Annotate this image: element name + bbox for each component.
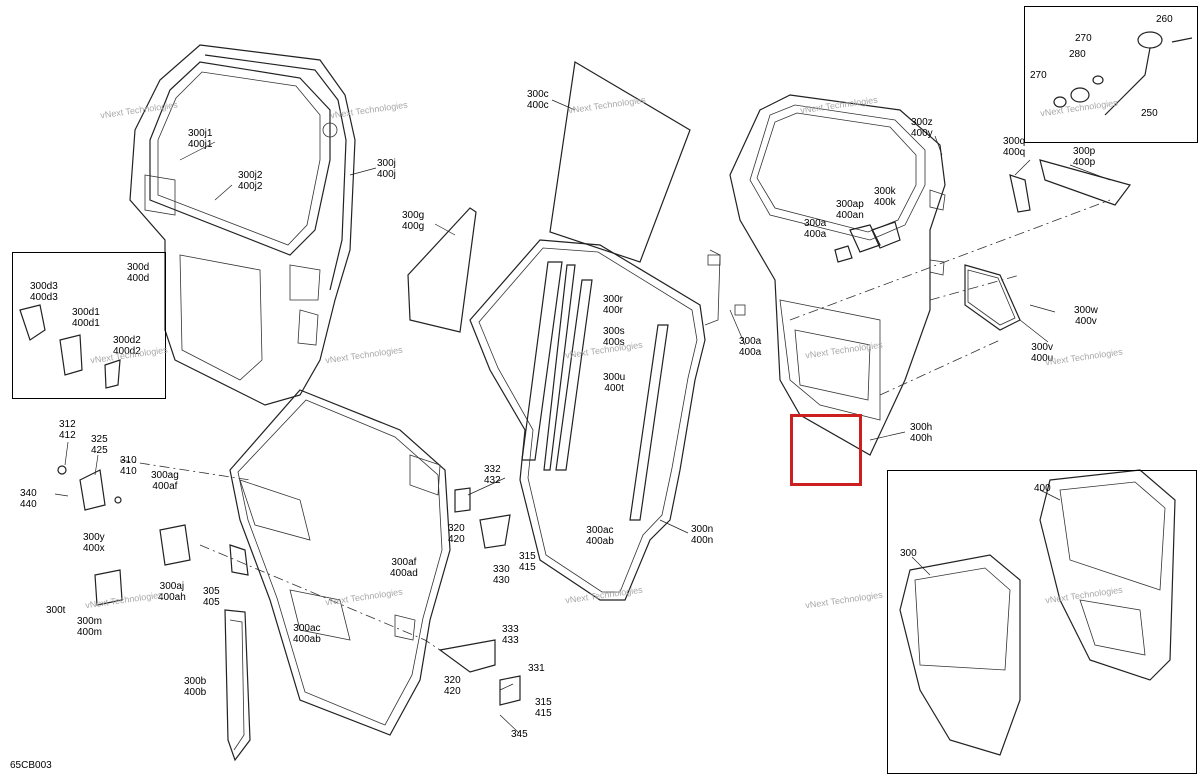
door-inner-panel-right	[729, 94, 946, 456]
label-300t: 300t	[46, 605, 66, 616]
inset-box-inner-handle	[12, 252, 166, 399]
door-spring-parts	[964, 159, 1132, 331]
door-frame-300af	[229, 389, 451, 736]
inset-box-key-lock	[1024, 6, 1198, 143]
highlight-box	[790, 414, 862, 486]
label-260: 260	[1156, 14, 1173, 25]
inset-handle-drawing	[19, 304, 121, 389]
diagram-code: 65CB003	[10, 760, 52, 771]
window-seal-frame	[469, 239, 746, 601]
glass-pane-300c	[549, 61, 691, 263]
glass-triangle-300g	[407, 207, 477, 333]
leader-lines	[54, 99, 1111, 734]
door-outer-panel-left	[129, 44, 356, 406]
inset-box-assembled-doors	[887, 470, 1197, 774]
label-331: 331	[528, 663, 545, 674]
label-300: 300	[900, 548, 917, 559]
label-345: 345	[511, 729, 528, 740]
label-270: 270	[1030, 70, 1047, 81]
hinge-lock-parts	[57, 465, 251, 762]
label-250: 250	[1141, 108, 1158, 119]
inset-assembled-doors-drawing	[899, 469, 1176, 756]
frame-brackets	[438, 487, 521, 706]
label-280: 280	[1069, 49, 1086, 60]
label-270: 270	[1075, 33, 1092, 44]
label-400: 400	[1034, 483, 1051, 494]
door-handle-parts	[834, 221, 901, 263]
inset-key-drawing	[1053, 31, 1193, 116]
